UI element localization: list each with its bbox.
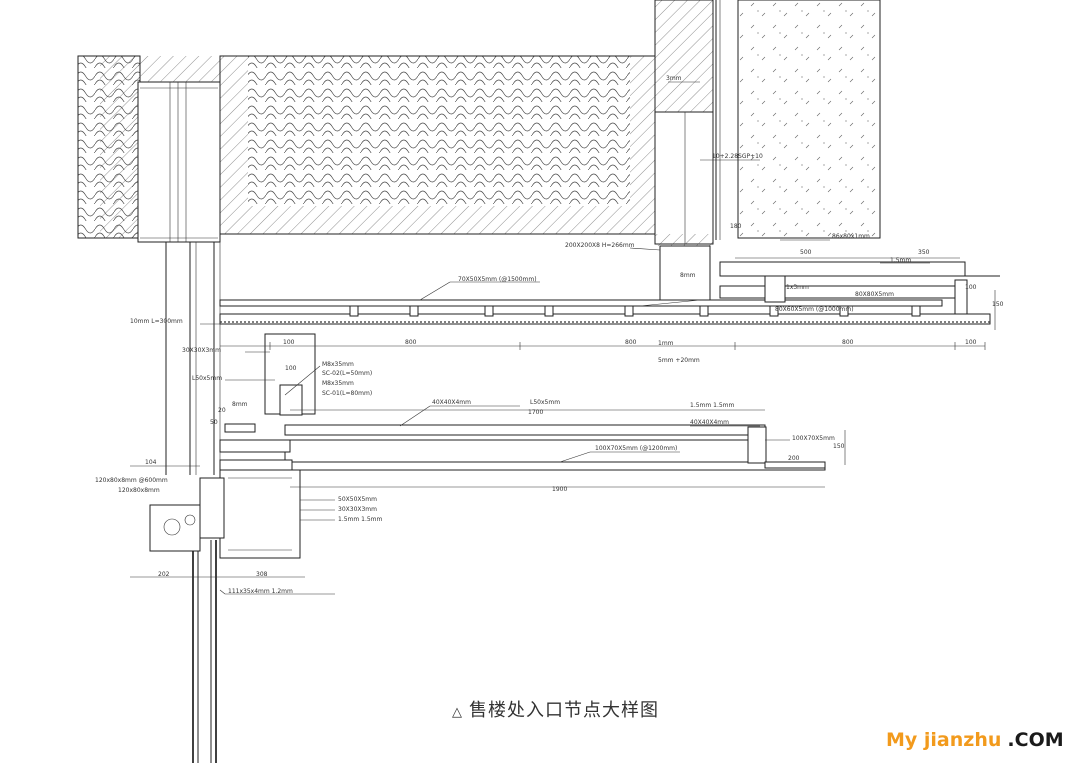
callout-label: SC-02(L=50mm) [322,370,372,377]
dimension-label: 100 [965,284,977,291]
right-wall [654,0,881,246]
callout-label: 3mm [666,75,682,82]
callout-label: 40X40X4mm [432,399,471,406]
dimension-label: 308 [256,571,268,578]
dimension-label: 100 [283,339,295,346]
callout-label: SC-01(L=80mm) [322,390,372,397]
callout-label: 1.5mm 1.5mm [690,402,735,409]
callout-label: 86x80x1mm [832,233,870,240]
dimension-label: 150 [992,301,1004,308]
dimension-labels: 100 800 800 800 100 350 500 180 100 150 … [145,223,1004,578]
dimension-label: 100 [965,339,977,346]
callout-label: 8mm [680,272,696,279]
callout-label: 1.5mm 1.5mm [338,516,383,523]
dimension-label: 500 [800,249,812,256]
dimension-lines [130,257,996,578]
callout-labels: 3mm 10+2.28SGP+10 200X200X8 H=266mm 86x8… [95,75,911,595]
callout-label: 100X70X5mm [792,435,835,442]
canopy-upper [219,245,1000,325]
central-wall [219,55,656,235]
callout-label: 1x3mm [786,284,809,291]
watermark: My jianzhu.COM [886,729,1064,751]
dimension-label: 104 [145,459,157,466]
callout-label: 50X50X5mm [338,496,377,503]
callout-label: 10+2.28SGP+10 [712,153,763,160]
callout-label: 8mm [232,401,248,408]
callout-label: 100X70X5mm (@1200mm) [595,445,677,452]
watermark-name: My jianzhu [886,729,1002,751]
callout-label: L50x5mm [530,399,560,406]
callout-label: M8x35mm [322,361,354,368]
callout-label: 120x80x8mm @600mm [95,477,168,484]
callout-label: 70X50X5mm (@1500mm) [458,276,537,283]
dimension-label: 800 [625,339,637,346]
dimension-label: 180 [730,223,742,230]
canopy-bolts [349,305,921,317]
callout-label: 80X60X5mm (@1000mm) [775,306,854,313]
callout-label: 120x80x8mm [118,487,160,494]
left-wall [77,55,141,239]
drawing-caption: △ 售楼处入口节点大样图 [452,696,659,722]
dimension-label: 1900 [552,486,567,493]
dimension-label: 800 [405,339,417,346]
callout-label: 30X30X3mm [338,506,377,513]
callout-label: 1mm [658,340,674,347]
callout-label: 80X80X5mm [855,291,894,298]
dimension-label: 50 [210,419,218,426]
callout-label: 40X40X4mm [690,419,729,426]
drawing-title: 售楼处入口节点大样图 [469,700,659,721]
dimension-label: 1700 [528,409,543,416]
callout-label: 1.5mm [890,257,911,264]
callout-label: 111x35x4mm 1.2mm [228,588,293,595]
watermark-domain: .COM [1007,729,1064,751]
callout-label: L50x5mm [192,375,222,382]
callout-label: 5mm +20mm [658,357,700,364]
callout-label: 200X200X8 H=266mm [565,242,635,249]
dimension-label: 202 [158,571,170,578]
callout-label: 30X30X3mm [182,347,221,354]
dimension-label: 800 [842,339,854,346]
dimension-label: 100 [285,365,297,372]
leader-lines [200,81,930,595]
dimension-label: 200 [788,455,800,462]
left-column [137,56,221,243]
triangle-icon: △ [452,705,463,720]
dimension-label: 150 [833,443,845,450]
dimension-label: 20 [218,407,226,414]
dimension-label: 350 [918,249,930,256]
callout-label: M8x35mm [322,380,354,387]
callout-label: 10mm L=300mm [130,318,183,325]
canopy-lower [219,333,826,471]
lower-frame [149,469,301,559]
